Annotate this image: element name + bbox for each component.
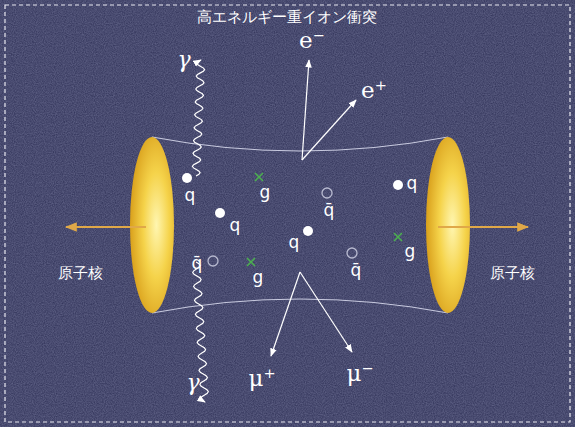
antiquark-circle — [208, 256, 218, 266]
quark-dot — [182, 173, 192, 183]
gluon-label: g — [260, 184, 271, 201]
fireball-outline — [152, 137, 448, 151]
muon-track — [271, 272, 300, 356]
antiquark-label: q̄ — [192, 255, 203, 272]
electron-label: e⁻ — [299, 29, 325, 52]
fireball-outline — [152, 299, 448, 313]
quark-label: q — [230, 217, 241, 234]
muon-label: μ⁺ — [248, 367, 275, 390]
photon-label: γ — [186, 372, 199, 394]
photon-label: γ — [177, 49, 190, 71]
antiquark-circle — [347, 248, 357, 258]
antiquark-label: q̄ — [351, 262, 362, 279]
antiquark-label: q̄ — [324, 202, 335, 219]
gluon-cross — [247, 173, 402, 266]
motion-arrow — [66, 226, 146, 228]
nucleus-label: 原子核 — [490, 266, 535, 281]
antiquark-circle — [322, 188, 332, 198]
nucleus-label: 原子核 — [58, 266, 103, 281]
dashed-frame — [5, 5, 570, 422]
diagram-title: 高エネルギー重イオン衝突 — [197, 10, 377, 25]
quark-label: q — [185, 187, 196, 204]
positron-track — [302, 100, 356, 160]
quark-label: q — [407, 175, 418, 192]
electron-track — [302, 60, 309, 160]
positron-label: e⁺ — [361, 79, 387, 102]
quark-label: q — [289, 234, 300, 251]
nucleus-disc — [130, 137, 174, 313]
gluon-label: g — [405, 243, 416, 260]
quark-dot — [215, 208, 225, 218]
photon-line — [192, 60, 204, 176]
quark-dot — [303, 226, 313, 236]
gluon-label: g — [253, 269, 264, 286]
nucleus-disc — [426, 137, 470, 313]
muon-label: μ⁻ — [346, 362, 373, 385]
quark-dot — [393, 180, 403, 190]
motion-arrow — [438, 226, 528, 228]
muon-track — [300, 272, 352, 352]
